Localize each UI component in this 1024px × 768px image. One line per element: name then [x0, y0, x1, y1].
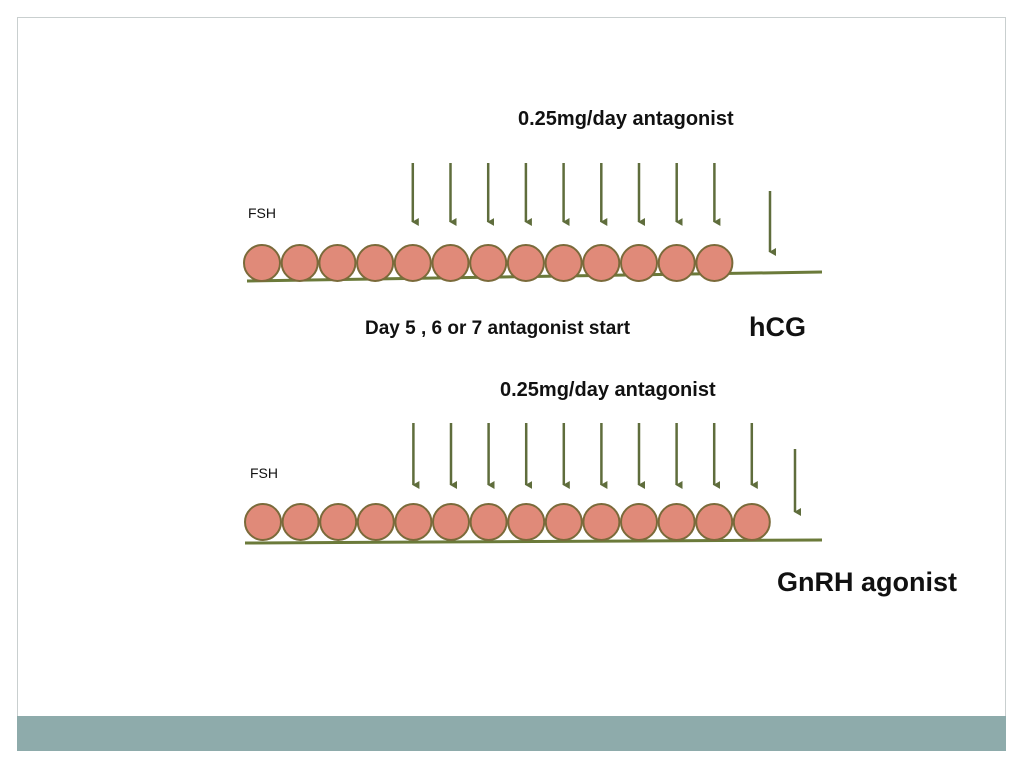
bottom-fsh-dose-circle: [657, 503, 696, 541]
bottom-fsh-dose-circle: [319, 503, 358, 541]
slide-frame: [17, 17, 1006, 751]
top-fsh-dose-circle: [544, 244, 583, 282]
top-fsh-dose-circle: [356, 244, 395, 282]
top-dose-label: 0.25mg/day antagonist: [518, 108, 734, 130]
bottom-fsh-dose-circle: [507, 503, 546, 541]
top-fsh-dose-circle: [620, 244, 658, 282]
top-fsh-dose-circle: [393, 244, 432, 282]
bottom-protocol: [244, 423, 823, 545]
top-fsh-dose-circle: [280, 244, 319, 282]
hcg-label: hCG: [749, 312, 806, 342]
top-protocol: [243, 163, 823, 283]
bottom-fsh-dose-circle: [281, 503, 320, 541]
top-fsh-dose-circle: [657, 244, 696, 282]
top-fsh-doses: [243, 244, 734, 282]
bottom-fsh-dose-circle: [620, 503, 658, 541]
gnrh-agonist-label: GnRH agonist: [777, 567, 957, 597]
top-fsh-dose-circle: [431, 244, 470, 282]
bottom-dose-label: 0.25mg/day antagonist: [500, 379, 716, 401]
top-antagonist-arrows: [411, 163, 721, 226]
bottom-fsh-dose-circle: [394, 503, 433, 541]
antagonist-start-label: Day 5 , 6 or 7 antagonist start: [365, 318, 631, 339]
bottom-antagonist-arrows: [412, 423, 758, 489]
top-fsh-dose-circle: [318, 244, 357, 282]
top-fsh-dose-circle: [582, 244, 621, 282]
bottom-fsh-dose-circle: [432, 503, 470, 541]
bottom-timeline: [244, 538, 823, 545]
bottom-fsh-dose-circle: [469, 503, 508, 541]
top-fsh-dose-circle: [243, 244, 281, 282]
top-fsh-dose-circle: [695, 244, 734, 282]
bottom-fsh-dose-circle: [695, 503, 734, 541]
bottom-fsh-dose-circle: [544, 503, 583, 541]
top-fsh-dose-circle: [469, 244, 508, 282]
bottom-fsh-dose-circle: [244, 503, 282, 541]
top-fsh-dose-circle: [506, 244, 545, 282]
bottom-fsh-dose-circle: [582, 503, 621, 541]
bottom-fsh-doses: [244, 503, 771, 541]
bottom-fsh-dose-circle: [732, 503, 771, 541]
bottom-fsh-label: FSH: [250, 465, 278, 481]
bottom-fsh-dose-circle: [356, 503, 395, 541]
footer-bar: [17, 716, 1006, 751]
top-fsh-label: FSH: [248, 205, 276, 221]
